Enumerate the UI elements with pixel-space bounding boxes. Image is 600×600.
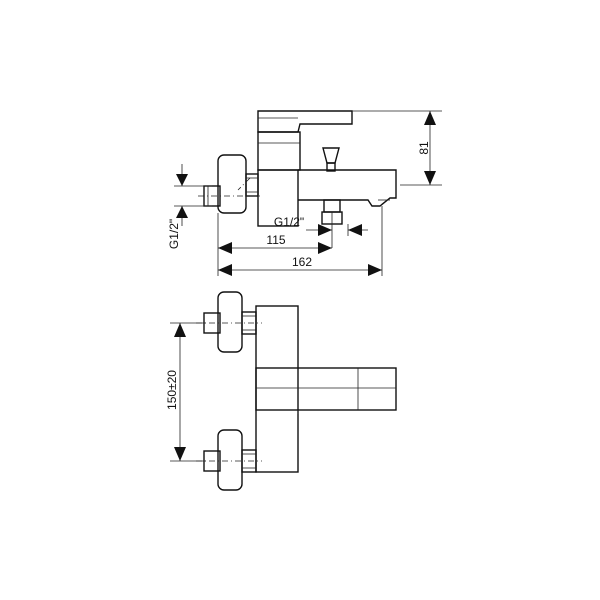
- dimension-spacing: 150±20: [165, 322, 206, 462]
- eccentric-connector: [245, 173, 259, 197]
- diverter-knob: [322, 147, 340, 164]
- wall-rosette: [217, 154, 247, 214]
- lower-rosette: [217, 429, 243, 491]
- side-view: [198, 110, 397, 276]
- upper-rosette: [217, 291, 243, 353]
- dimension-162: 162: [218, 255, 382, 276]
- thread-left-label: G1/2": [167, 219, 181, 249]
- lever-handle: [257, 110, 353, 133]
- dimension-162-label: 162: [292, 255, 312, 269]
- cartridge-body: [257, 131, 301, 171]
- spout-top: [255, 367, 397, 411]
- dimension-81: 81: [352, 110, 442, 186]
- spout: [298, 169, 397, 207]
- dimension-thread-mid: G1/2": [274, 215, 368, 236]
- dimension-115-label: 115: [266, 233, 285, 247]
- top-view: [196, 291, 397, 491]
- thread-mid-label: G1/2": [274, 215, 304, 229]
- dimension-thread-left: G1/2": [167, 164, 212, 249]
- dimension-115: 115: [218, 233, 332, 254]
- mixer-body: [257, 169, 299, 227]
- shower-outlet: [323, 199, 341, 213]
- spacing-label: 150±20: [165, 370, 179, 410]
- mixer-body-top: [255, 305, 299, 473]
- dimension-81-label: 81: [417, 141, 431, 155]
